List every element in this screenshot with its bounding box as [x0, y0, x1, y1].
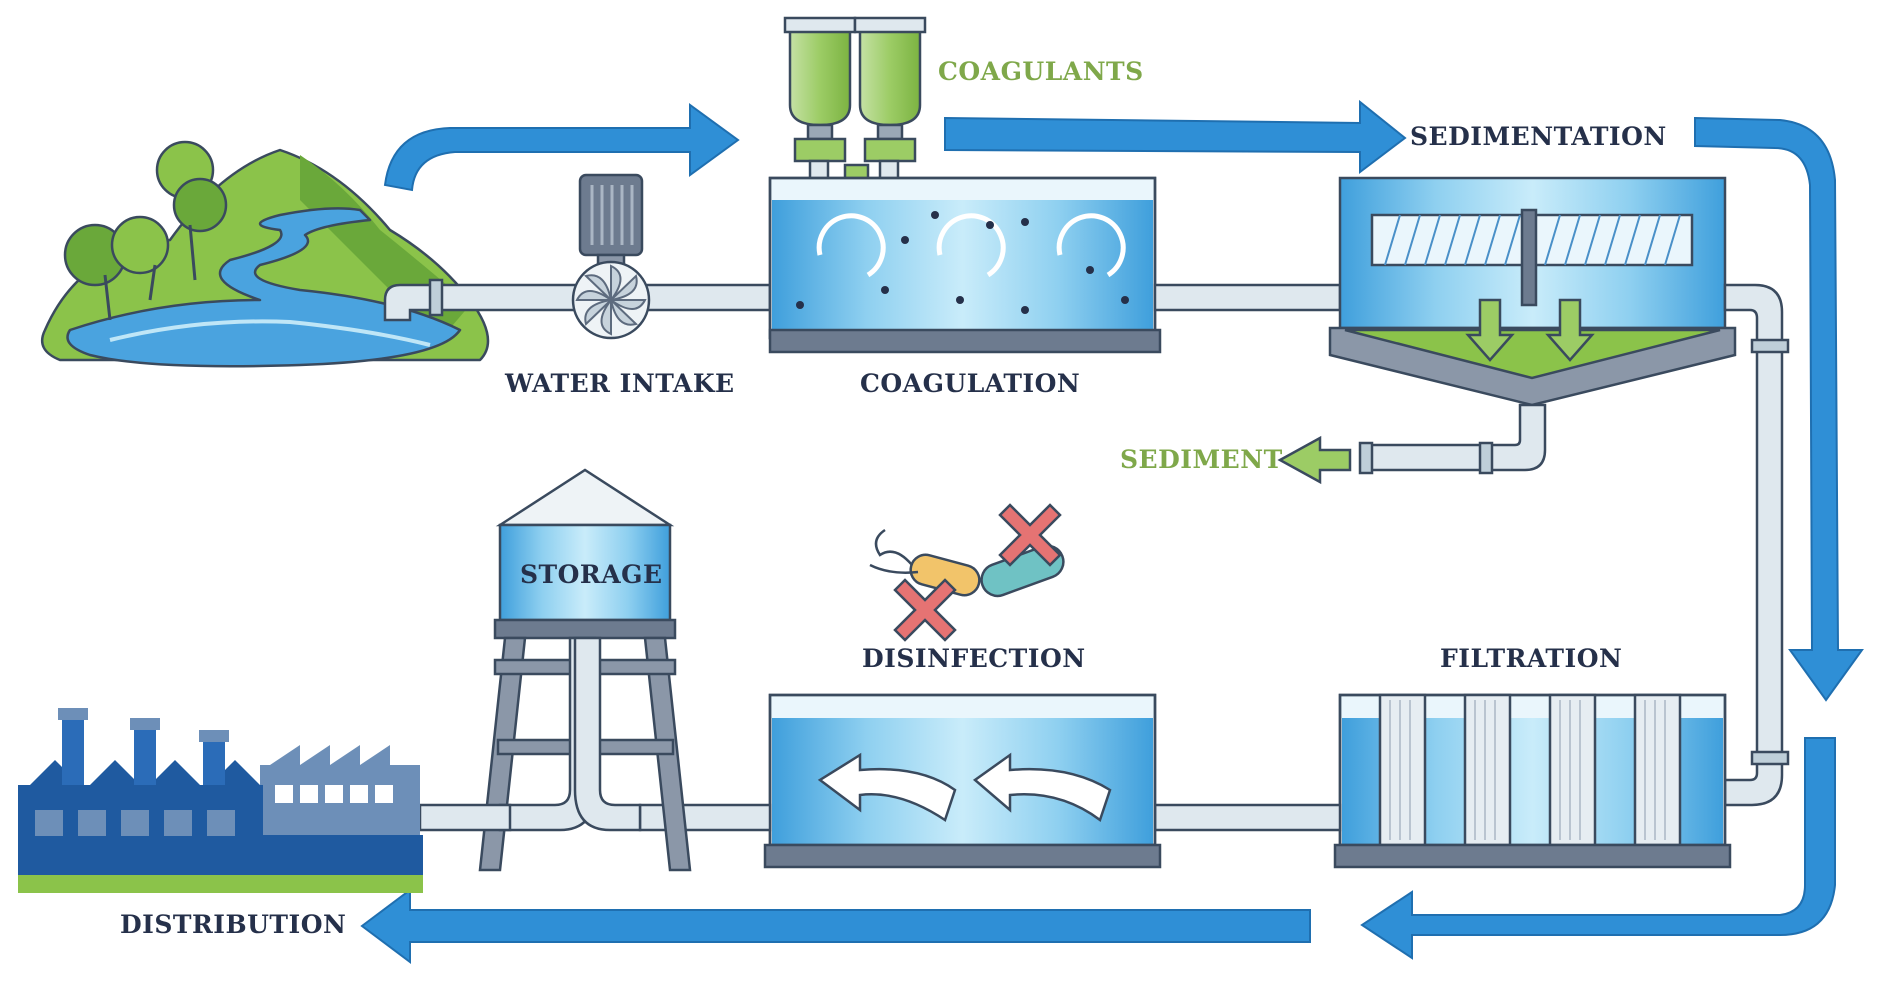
filtration-tank: [1333, 693, 1732, 869]
pipe-coag-sed: [1153, 283, 1342, 312]
pipe-sed-filt: [1723, 283, 1790, 807]
sedimentation-label: SEDIMENTATION: [1410, 122, 1667, 151]
distribution-label: DISTRIBUTION: [120, 910, 346, 939]
pipe-filt-dis: [1153, 803, 1342, 832]
sediment-pipe: [1358, 403, 1547, 475]
coagulation-tank: [768, 176, 1162, 354]
sedimentation-tank: [1328, 176, 1737, 407]
pipe-dis-storage: [638, 803, 772, 832]
sediment-arrow: [1277, 435, 1352, 485]
disinfection-tank: [763, 693, 1162, 869]
storage-tower: [478, 468, 692, 872]
coagulation-label: COAGULATION: [860, 369, 1080, 398]
pipe-storage-factory: [418, 803, 512, 832]
river-hills-icon: [40, 140, 490, 368]
factory-icon: [18, 708, 423, 893]
disinfection-label: DISINFECTION: [862, 644, 1086, 673]
flow-arrow-intake: [383, 103, 740, 192]
sediment-label: SEDIMENT: [1120, 445, 1283, 474]
flow-arrow-bottom-right: [1360, 737, 1836, 960]
storage-label: STORAGE: [520, 560, 663, 589]
intake-pipe: [383, 278, 772, 322]
water-intake-label: WATER INTAKE: [504, 369, 735, 398]
flow-arrows: [360, 99, 1864, 964]
filtration-label: FILTRATION: [1440, 644, 1622, 673]
coagulants-label: COAGULANTS: [938, 57, 1144, 86]
flow-arrow-distribution: [360, 888, 1311, 964]
bacteria-icon: [869, 503, 1065, 642]
flow-arrow-coagulation: [944, 99, 1407, 175]
flow-arrow-right-down: [1694, 116, 1864, 702]
pump-motor-icon: [571, 173, 651, 340]
